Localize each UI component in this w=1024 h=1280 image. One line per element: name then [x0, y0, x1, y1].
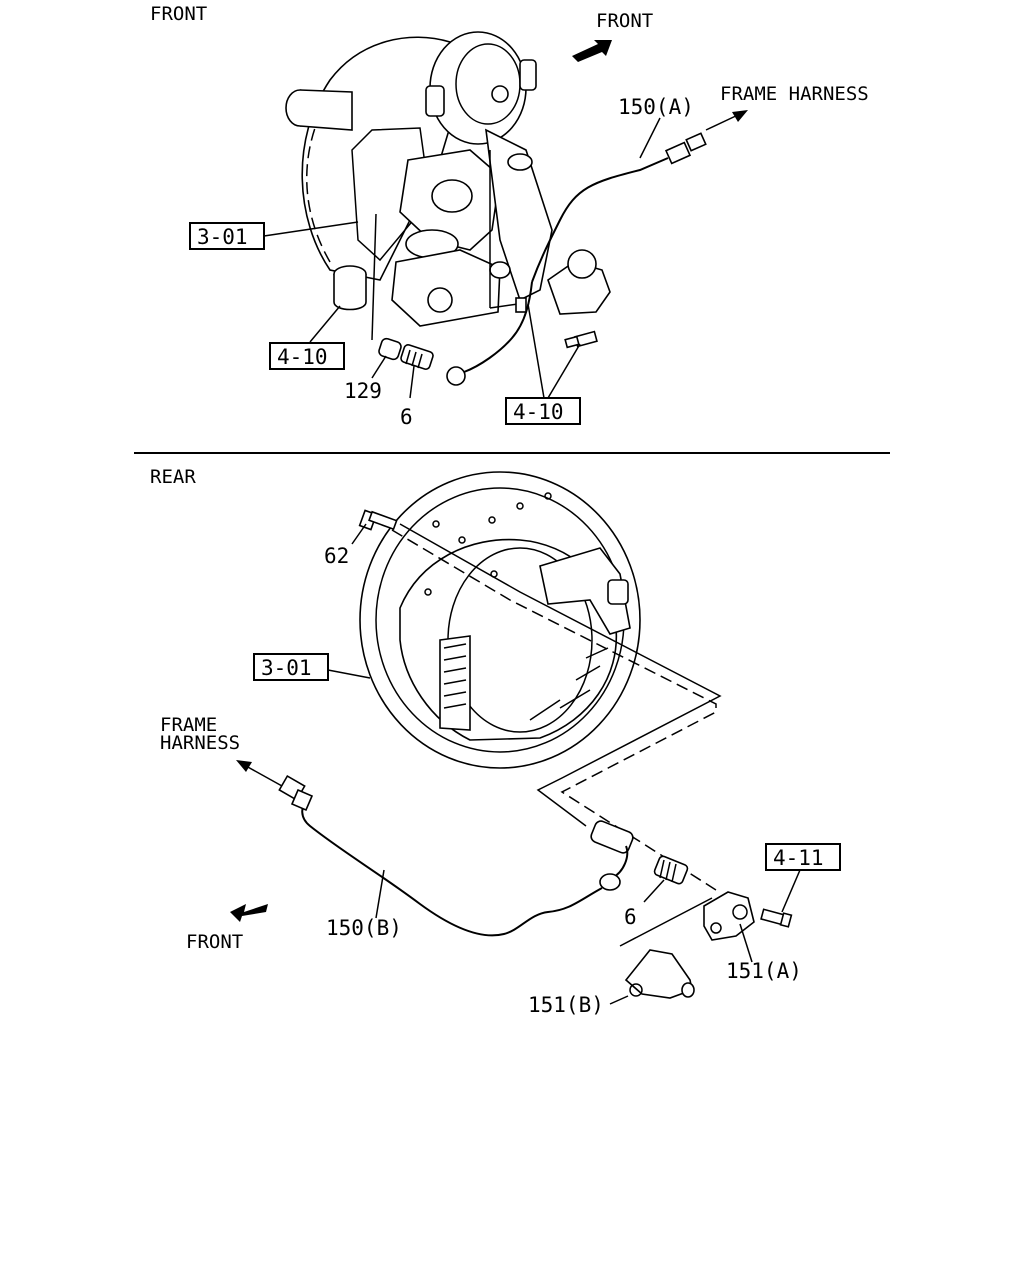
front-sleeve-part [378, 337, 402, 361]
front-bracket-ref-callout: 4-10 [513, 400, 564, 424]
rear-bracket-a [703, 891, 755, 941]
front-leader-lines [263, 117, 661, 399]
rear-section-label: REAR [150, 466, 196, 488]
front-axle-spindle [285, 89, 353, 131]
rear-bushing-callout: 6 [624, 905, 637, 929]
rear-routing-outline [399, 523, 722, 827]
rear-axle-bolt [760, 908, 793, 928]
front-sensor-cable-callout: 150(A) [618, 95, 694, 119]
rear-axle-ref-box [765, 843, 841, 871]
front-steering-knuckle [391, 128, 611, 327]
front-bushing-part [400, 344, 434, 370]
front-brake-chamber [425, 31, 537, 145]
rear-routing-dashed-line [391, 529, 717, 891]
rear-direction-arrow-icon [230, 904, 268, 922]
front-bracket-bolt [564, 330, 598, 349]
front-knuckle-ref-callout: 4-10 [277, 345, 328, 369]
front-cylinder-part [333, 265, 367, 311]
front-direction-label: FRONT [596, 10, 653, 32]
rear-frame-harness-arrow-icon [236, 760, 283, 787]
rear-bolt-callout: 62 [324, 544, 349, 568]
rear-leader-lines [327, 523, 801, 1005]
front-frame-harness-label: FRAME HARNESS [720, 83, 869, 105]
front-brake-ref-callout: 3-01 [197, 225, 248, 249]
rear-brake-ref-box [253, 653, 329, 681]
front-knuckle-ref-box [269, 342, 345, 370]
front-bracket-ref-box [505, 397, 581, 425]
front-sensor-cable [446, 132, 707, 386]
rear-frame-harness-line1: FRAME [160, 714, 217, 736]
rear-bolt-part [358, 509, 398, 531]
rear-brake-drum [359, 471, 641, 769]
rear-direction-label: FRONT [186, 931, 243, 953]
rear-sensor-cable-callout: 150(B) [326, 916, 402, 940]
rear-sensor-assembly [590, 820, 689, 891]
rear-bracket-b [624, 949, 695, 999]
rear-sensor-cable [278, 774, 603, 937]
front-bushing-callout: 6 [400, 405, 413, 429]
rear-bracket-b-callout: 151(B) [528, 993, 604, 1017]
front-sleeve-callout: 129 [344, 379, 382, 403]
rear-brake-ref-callout: 3-01 [261, 656, 312, 680]
front-brake-ref-box [189, 222, 265, 250]
rear-section: REAR [150, 466, 841, 1017]
front-section-label: FRONT [150, 3, 207, 25]
front-frame-harness-arrow-icon [705, 110, 748, 131]
rear-axle-ref-callout: 4-11 [773, 846, 824, 870]
rear-bracket-a-callout: 151(A) [726, 959, 802, 983]
front-direction-arrow-icon [572, 40, 612, 62]
front-section: FRONT FRONT FRAME HARNESS [150, 3, 869, 429]
rear-frame-harness-line2: HARNESS [160, 732, 240, 754]
